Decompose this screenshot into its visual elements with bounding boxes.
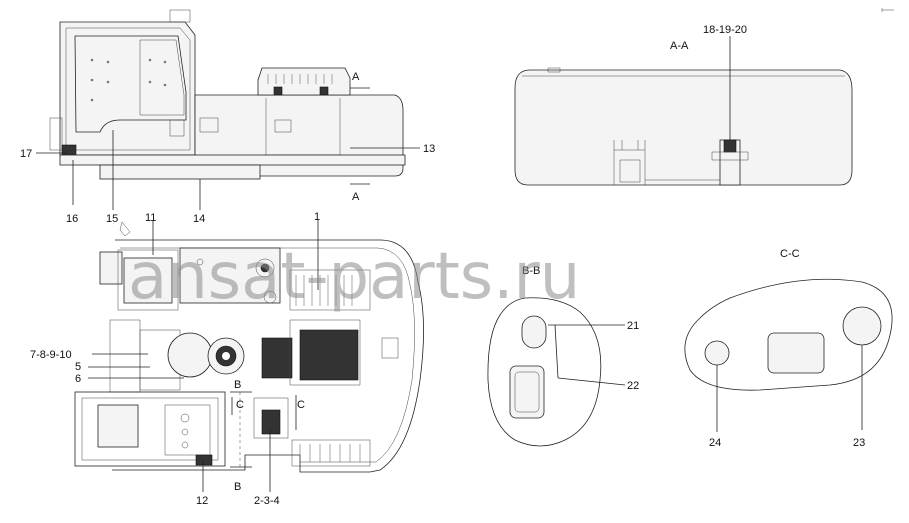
callout-5: 5 xyxy=(75,361,81,373)
section-aa xyxy=(514,36,853,186)
tank-section xyxy=(514,69,853,186)
pump-cluster xyxy=(261,337,293,379)
counterweight-base xyxy=(99,164,261,180)
section-marker-c-right: C xyxy=(297,399,305,411)
callout-23: 23 xyxy=(853,437,865,449)
callout-22: 22 xyxy=(627,380,639,392)
watermark: ansat-parts.ru xyxy=(128,240,580,314)
side-view xyxy=(36,9,420,210)
section-marker-b-upper: B xyxy=(234,379,241,391)
callout-6: 6 xyxy=(75,373,81,385)
cc-small-port xyxy=(704,340,730,366)
cc-outline xyxy=(684,278,893,391)
section-marker-c-left: C xyxy=(236,399,244,411)
callout-1: 1 xyxy=(314,211,320,223)
section-bb xyxy=(487,297,626,447)
top-box xyxy=(257,67,351,96)
bb-upper-port xyxy=(521,315,547,349)
section-marker-a-bottom: A xyxy=(352,191,360,203)
swing-bearing xyxy=(167,332,213,378)
callout-12: 12 xyxy=(196,495,208,507)
frame-outline xyxy=(112,239,424,473)
cc-large-port xyxy=(842,306,882,346)
callout-2-3-4: 2-3-4 xyxy=(254,495,280,507)
section-marker-a-top: A xyxy=(352,71,360,83)
section-marker-b-lower: B xyxy=(234,481,241,493)
section-label-aa: A-A xyxy=(670,40,689,52)
plan-view xyxy=(74,220,424,492)
section-label-cc: C-C xyxy=(780,248,800,260)
section-label-bb: B-B xyxy=(522,265,540,277)
bb-lower-port xyxy=(509,365,545,419)
callout-11: 11 xyxy=(145,212,156,224)
callout-7-8-9-10: 7-8-9-10 xyxy=(30,349,72,361)
callout-17: 17 xyxy=(20,148,32,160)
callout-21: 21 xyxy=(627,320,639,332)
section-cc xyxy=(684,278,893,432)
callout-16: 16 xyxy=(66,213,78,225)
callout-18-19-20: 18-19-20 xyxy=(703,24,747,36)
cab-window xyxy=(74,35,187,133)
callout-24: 24 xyxy=(709,437,721,449)
cab-floor xyxy=(74,391,226,467)
bb-outline xyxy=(487,297,602,447)
callout-15: 15 xyxy=(106,213,118,225)
engine-block xyxy=(179,247,281,304)
callout-14: 14 xyxy=(193,213,205,225)
callout-13: 13 xyxy=(423,143,435,155)
